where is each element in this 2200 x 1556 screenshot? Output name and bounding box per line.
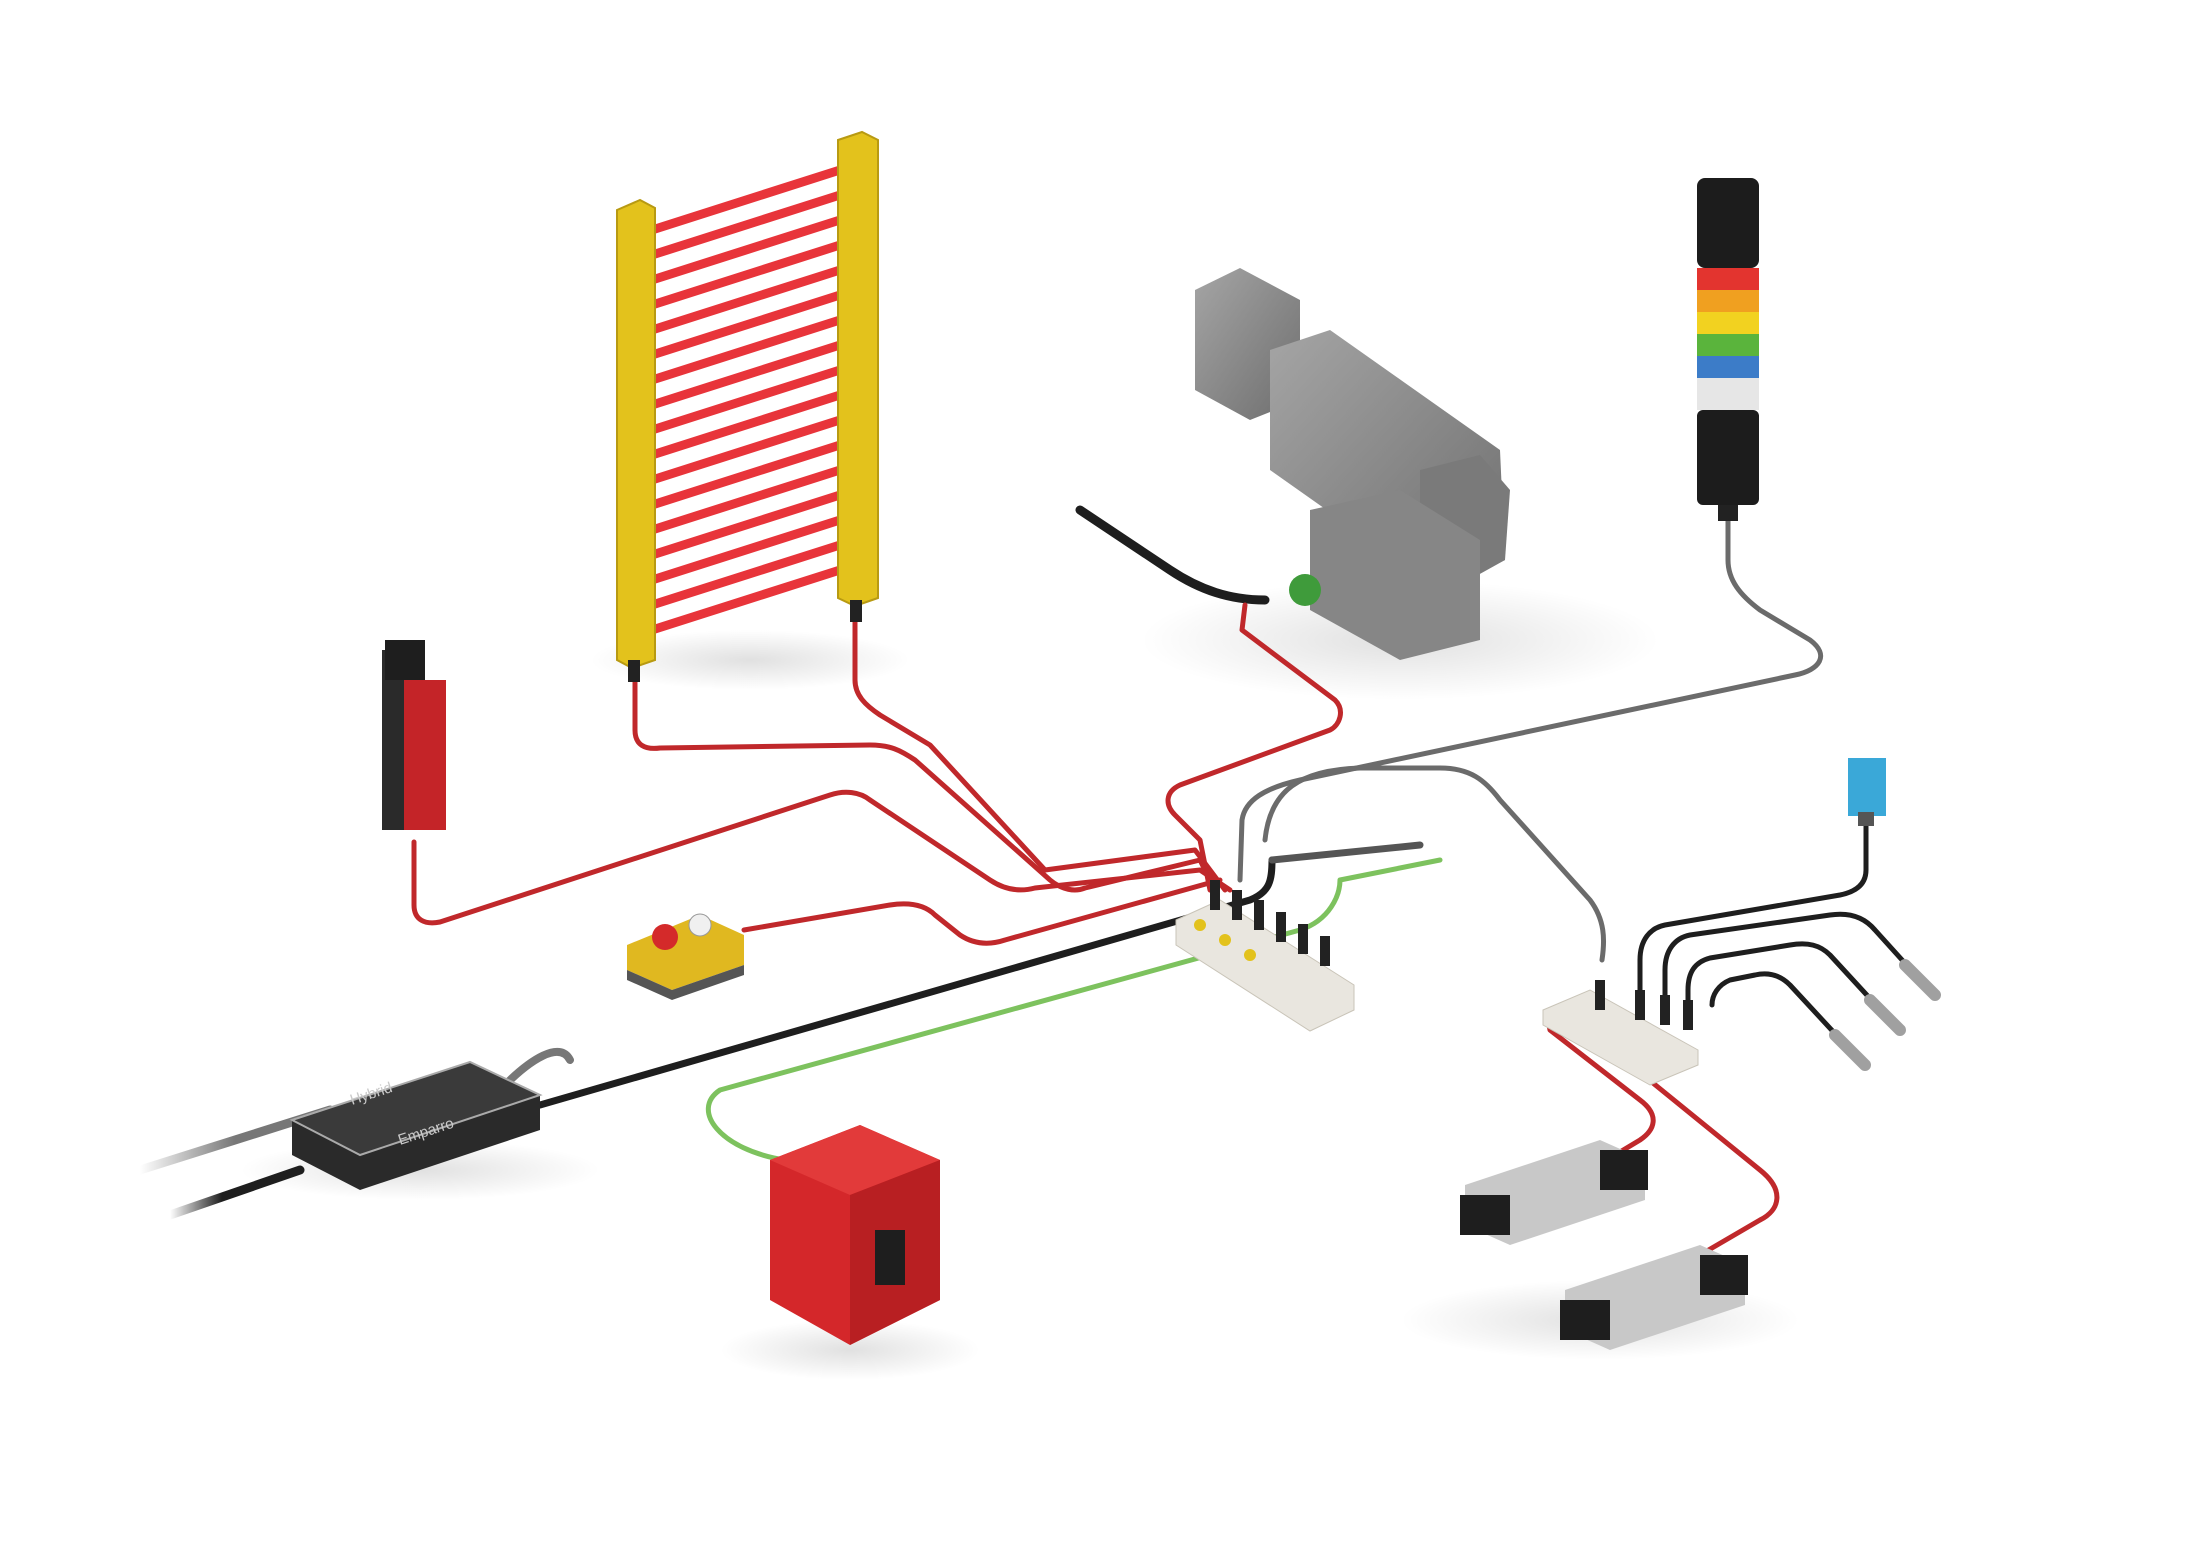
safety-light-curtain [616, 130, 879, 682]
photoelectric-sensor [1848, 758, 1886, 826]
hydraulic-valve [1560, 1245, 1748, 1350]
stack-light-cable [1237, 516, 1824, 883]
power-cable [536, 856, 1276, 1109]
proximity-sensors [1829, 959, 1941, 1071]
light-curtain-post-right [837, 130, 879, 608]
sensor-cable [1637, 818, 1869, 993]
sensor-cable [1662, 911, 1925, 998]
sensor-cable [1685, 941, 1890, 1020]
estop-cable [741, 877, 1223, 946]
sensor-cable [1709, 971, 1855, 1055]
signal-tower [1697, 178, 1759, 521]
light-curtain-cable [632, 657, 1218, 893]
ground-shadows [240, 580, 1800, 1380]
light-curtain-cable [852, 600, 1228, 893]
safety-door-switch [382, 640, 446, 830]
emergency-stop-box [627, 913, 744, 1000]
hydraulic-valve [1460, 1140, 1648, 1245]
cables [135, 505, 1925, 1258]
power-feed-cable [165, 1165, 305, 1220]
motor-safety-cable [1165, 602, 1343, 893]
reset-button [688, 913, 712, 937]
io-hub-secondary [1542, 980, 1699, 1086]
io-hub-main [1175, 880, 1355, 1032]
safety-controller [770, 1125, 940, 1345]
hybrid-power-supply: Hybrid Emparro [289, 1060, 543, 1190]
power-loop-cable [501, 1047, 574, 1089]
gear-motor [1195, 268, 1510, 660]
safety-switch-cable [411, 789, 1233, 926]
power-cable [1268, 841, 1424, 864]
hub-link-cable [1262, 765, 1607, 963]
motor-connector [1289, 574, 1321, 606]
light-curtain-beams [647, 165, 845, 635]
motor-power-cable [1075, 505, 1270, 605]
ethernet-cable [706, 857, 1443, 1163]
light-curtain-post-left [616, 198, 656, 670]
emergency-stop-button [652, 924, 678, 950]
